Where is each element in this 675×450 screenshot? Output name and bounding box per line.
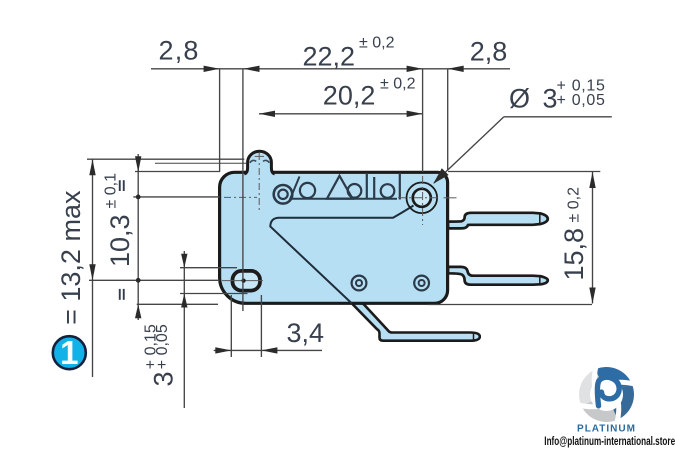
svg-text:1: 1 [60, 334, 78, 371]
svg-text:+ 0,15: + 0,15 [557, 78, 606, 95]
svg-text:± 0,2: ± 0,2 [359, 35, 395, 52]
svg-text:+ 0,15: + 0,15 [143, 324, 160, 369]
svg-text:2,8: 2,8 [159, 36, 200, 66]
svg-text:22,2: 22,2 [303, 41, 356, 71]
svg-text:20,2: 20,2 [323, 80, 376, 110]
svg-text:2,8: 2,8 [470, 37, 508, 67]
svg-text:Info@platinum-international.st: Info@platinum-international.store [544, 436, 675, 449]
svg-text:± 0,1: ± 0,1 [103, 173, 120, 209]
svg-text:15,8: 15,8 [559, 228, 589, 281]
svg-text:10,3: 10,3 [105, 214, 135, 267]
svg-text:= 13,2 max: = 13,2 max [56, 190, 86, 325]
svg-text:+ 0,05: + 0,05 [557, 92, 606, 109]
svg-text:PLATINUM: PLATINUM [577, 424, 636, 435]
svg-text:3: 3 [149, 371, 179, 386]
svg-text:+ 0,05: + 0,05 [154, 324, 171, 369]
svg-text:3,4: 3,4 [287, 318, 325, 348]
svg-text:± 0,2: ± 0,2 [380, 76, 416, 93]
svg-text:Ø 3: Ø 3 [509, 83, 560, 113]
svg-text:± 0,2: ± 0,2 [566, 187, 583, 223]
